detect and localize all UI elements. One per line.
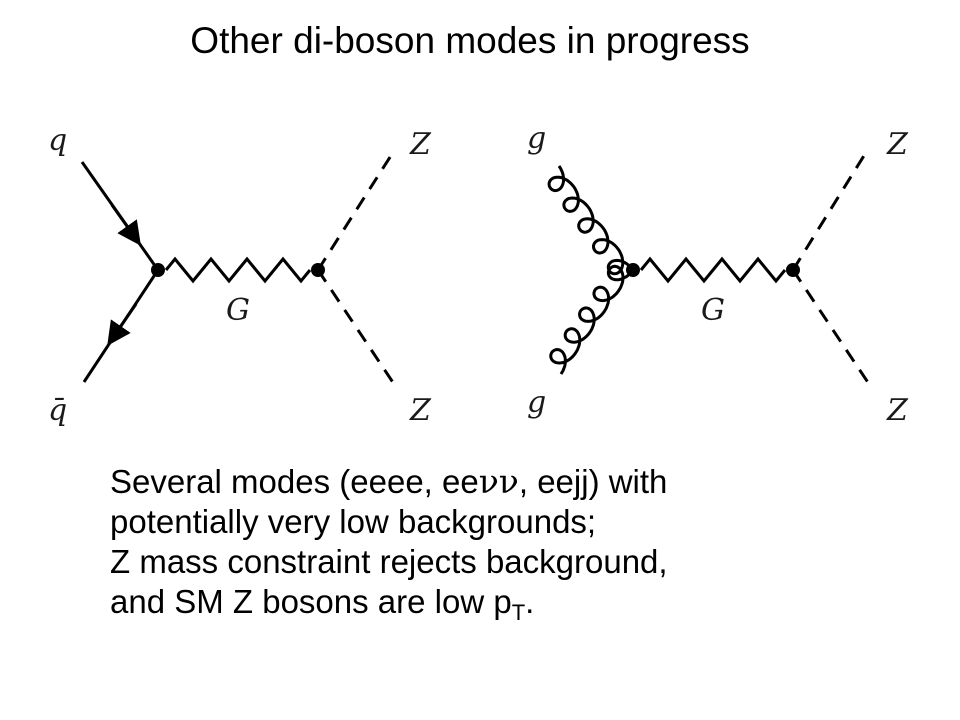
feynman-diagram-qqbar-svg: q q̄ G Z Z — [48, 123, 432, 428]
z-line-top — [791, 153, 867, 271]
label-g-propagator: G — [226, 293, 250, 328]
vertex-left — [626, 263, 640, 277]
nunu-symbol: νν — [478, 462, 519, 501]
quark-arrow-bottom — [107, 303, 138, 346]
label-z-bottom: Z — [886, 393, 909, 428]
label-g-bottom: g — [527, 385, 546, 420]
description-line-3: Z mass constraint rejects background, — [110, 543, 668, 580]
page-title: Other di-boson modes in progress — [190, 20, 750, 61]
vertex-left — [151, 263, 165, 277]
graviton-propagator — [639, 256, 787, 284]
feynman-diagram-gg: g g G Z Z — [515, 112, 935, 432]
label-g-top: g — [527, 121, 546, 156]
label-qbar: q̄ — [48, 393, 67, 428]
quark-arrow-top — [110, 204, 141, 246]
graviton-propagator — [164, 256, 312, 284]
description-line-1: Several modes (eeee, eeνν, eejj) with — [110, 462, 668, 501]
description-line-2: potentially very low backgrounds; — [110, 503, 597, 540]
z-line-top — [316, 153, 394, 271]
feynman-diagram-qqbar: q q̄ G Z Z — [40, 112, 460, 432]
label-z-bottom: Z — [409, 393, 432, 428]
feynman-diagram-gg-svg: g g G Z Z — [527, 121, 909, 428]
label-q: q — [48, 123, 67, 158]
label-z-top: Z — [886, 127, 909, 162]
z-line-bottom — [791, 269, 871, 385]
description-line-4: and SM Z bosons are low pT. — [110, 583, 535, 625]
label-g-propagator: G — [701, 293, 725, 328]
gluon-line-top — [547, 165, 635, 276]
gluon-line-bottom — [549, 264, 635, 375]
label-z-top: Z — [409, 127, 432, 162]
z-line-bottom — [316, 269, 396, 385]
description-text: Several modes (eeee, eeνν, eejj) with po… — [110, 462, 910, 625]
pt-subscript: T — [511, 600, 526, 625]
